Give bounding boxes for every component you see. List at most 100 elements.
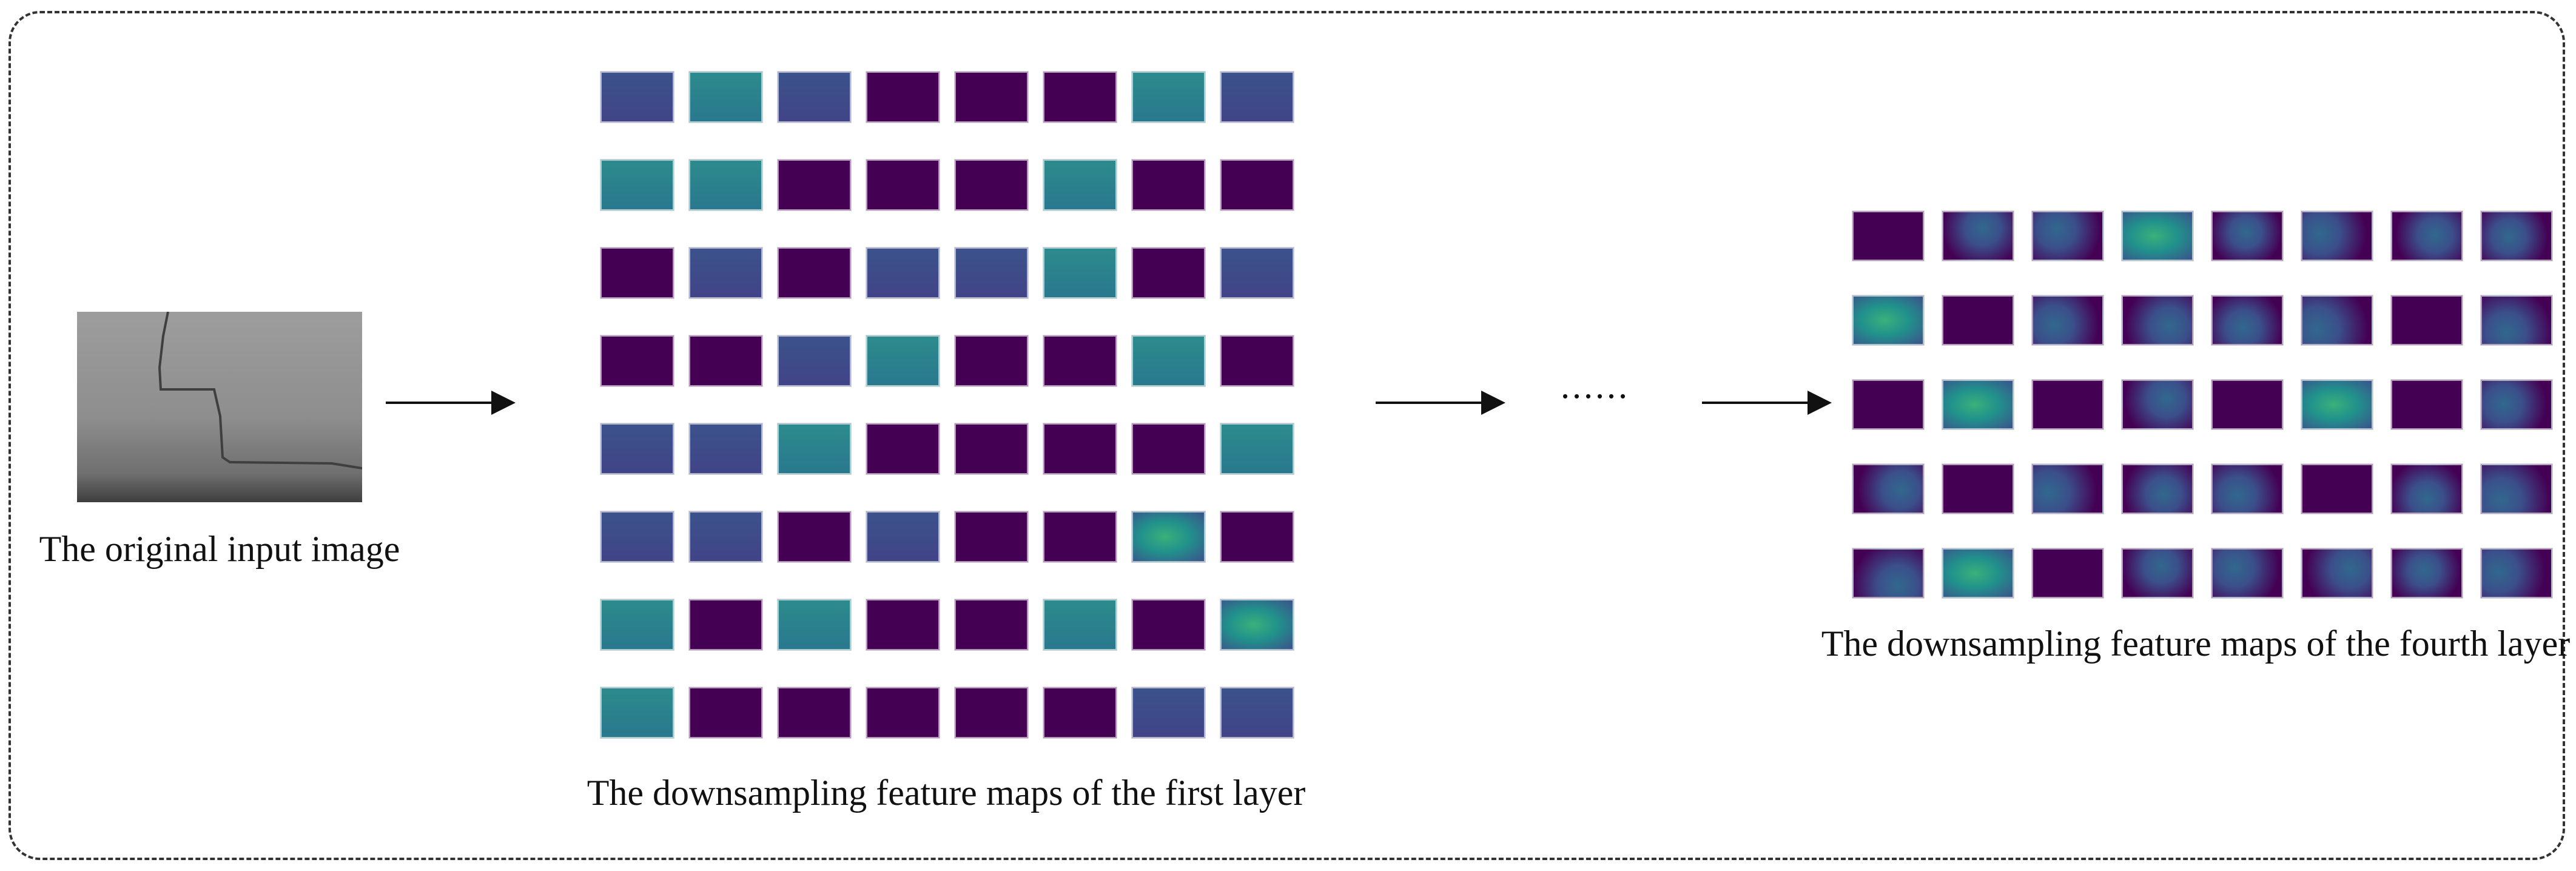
fourth-layer-feature-map-tile [2211,211,2283,261]
fourth-layer-feature-map-tile [2032,295,2104,345]
fourth-layer-feature-map-tile [2122,380,2193,429]
first-layer-feature-map-tile [689,160,762,210]
first-layer-feature-map-tile [866,599,940,650]
fourth-layer-feature-map-tile [2032,211,2104,261]
first-layer-feature-map-tile [1132,687,1205,738]
fourth-layer-feature-map-tile [2391,548,2463,598]
first-layer-feature-map-tile [866,687,940,738]
fourth-layer-feature-map-tile [2211,380,2283,429]
fourth-layer-feature-map-tile [1942,464,2014,514]
first-layer-feature-map-tile [1132,160,1205,210]
fourth-layer-feature-map-tile [1852,295,1924,345]
first-layer-feature-map-tile [689,599,762,650]
first-layer-feature-map-tile [778,335,851,386]
first-layer-caption: The downsampling feature maps of the fir… [587,773,1306,813]
first-layer-feature-map-tile [1220,511,1294,562]
fourth-layer-feature-map-tile [1852,548,1924,598]
first-layer-feature-map-tile [955,160,1028,210]
fourth-layer-feature-grid [1852,211,2552,598]
fourth-layer-feature-map-tile [2481,380,2552,429]
fourth-layer-feature-map-tile [1852,211,1924,261]
fourth-layer-feature-map-tile [2301,380,2373,429]
first-layer-feature-map-tile [778,599,851,650]
first-layer-feature-map-tile [955,599,1028,650]
first-layer-feature-map-tile [600,72,674,123]
first-layer-feature-map-tile [600,687,674,738]
fourth-layer-feature-map-tile [2211,464,2283,514]
dashed-border-frame [8,11,2565,860]
fourth-layer-feature-map-tile [1942,211,2014,261]
first-layer-feature-map-tile [1132,335,1205,386]
first-layer-feature-map-tile [778,511,851,562]
fourth-layer-feature-map-tile [1942,380,2014,429]
fourth-layer-feature-map-tile [2481,211,2552,261]
first-layer-feature-map-tile [778,247,851,298]
fourth-layer-feature-map-tile [2391,464,2463,514]
first-layer-feature-map-tile [689,423,762,474]
first-layer-feature-map-tile [600,599,674,650]
first-layer-feature-map-tile [1220,72,1294,123]
fourth-layer-feature-map-tile [2122,211,2193,261]
first-layer-feature-map-tile [1220,160,1294,210]
fourth-layer-feature-map-tile [1942,548,2014,598]
first-layer-feature-map-tile [1043,247,1117,298]
input-crack-image [77,312,362,502]
fourth-layer-feature-map-tile [2032,380,2104,429]
first-layer-feature-map-tile [600,423,674,474]
fourth-layer-feature-map-tile [2211,295,2283,345]
first-layer-feature-grid [600,72,1294,738]
ellipsis: ...... [1561,366,1630,406]
fourth-layer-caption: The downsampling feature maps of the fou… [1821,624,2571,664]
first-layer-feature-map-tile [1043,599,1117,650]
first-layer-feature-map-tile [1043,511,1117,562]
fourth-layer-feature-map-tile [2122,548,2193,598]
first-layer-feature-map-tile [600,247,674,298]
first-layer-feature-map-tile [866,72,940,123]
first-layer-feature-map-tile [955,247,1028,298]
fourth-layer-feature-map-tile [2301,548,2373,598]
first-layer-feature-map-tile [955,335,1028,386]
input-image-caption: The original input image [39,529,400,569]
first-layer-feature-map-tile [600,511,674,562]
fourth-layer-feature-map-tile [1942,295,2014,345]
fourth-layer-feature-map-tile [2391,211,2463,261]
first-layer-feature-map-tile [689,687,762,738]
first-layer-feature-map-tile [778,72,851,123]
first-layer-feature-map-tile [1220,423,1294,474]
first-layer-feature-map-tile [778,160,851,210]
first-layer-feature-map-tile [866,247,940,298]
first-layer-feature-map-tile [778,687,851,738]
first-layer-feature-map-tile [1220,687,1294,738]
first-layer-feature-map-tile [955,511,1028,562]
first-layer-feature-map-tile [1132,423,1205,474]
fourth-layer-feature-map-tile [2211,548,2283,598]
fourth-layer-feature-map-tile [2032,464,2104,514]
first-layer-feature-map-tile [778,423,851,474]
first-layer-feature-map-tile [866,160,940,210]
first-layer-feature-map-tile [600,335,674,386]
fourth-layer-feature-map-tile [2301,211,2373,261]
first-layer-feature-map-tile [600,160,674,210]
fourth-layer-feature-map-tile [2391,295,2463,345]
first-layer-feature-map-tile [689,247,762,298]
first-layer-feature-map-tile [866,511,940,562]
first-layer-feature-map-tile [955,687,1028,738]
first-layer-feature-map-tile [1043,72,1117,123]
fourth-layer-feature-map-tile [2391,380,2463,429]
first-layer-feature-map-tile [1220,599,1294,650]
first-layer-feature-map-tile [1220,335,1294,386]
first-layer-feature-map-tile [1132,599,1205,650]
first-layer-feature-map-tile [866,335,940,386]
first-layer-feature-map-tile [1132,72,1205,123]
first-layer-feature-map-tile [866,423,940,474]
fourth-layer-feature-map-tile [2481,295,2552,345]
first-layer-feature-map-tile [1132,247,1205,298]
first-layer-feature-map-tile [1043,160,1117,210]
fourth-layer-feature-map-tile [1852,464,1924,514]
fourth-layer-feature-map-tile [2122,295,2193,345]
fourth-layer-feature-map-tile [1852,380,1924,429]
first-layer-feature-map-tile [1043,687,1117,738]
first-layer-feature-map-tile [955,72,1028,123]
first-layer-feature-map-tile [1043,423,1117,474]
